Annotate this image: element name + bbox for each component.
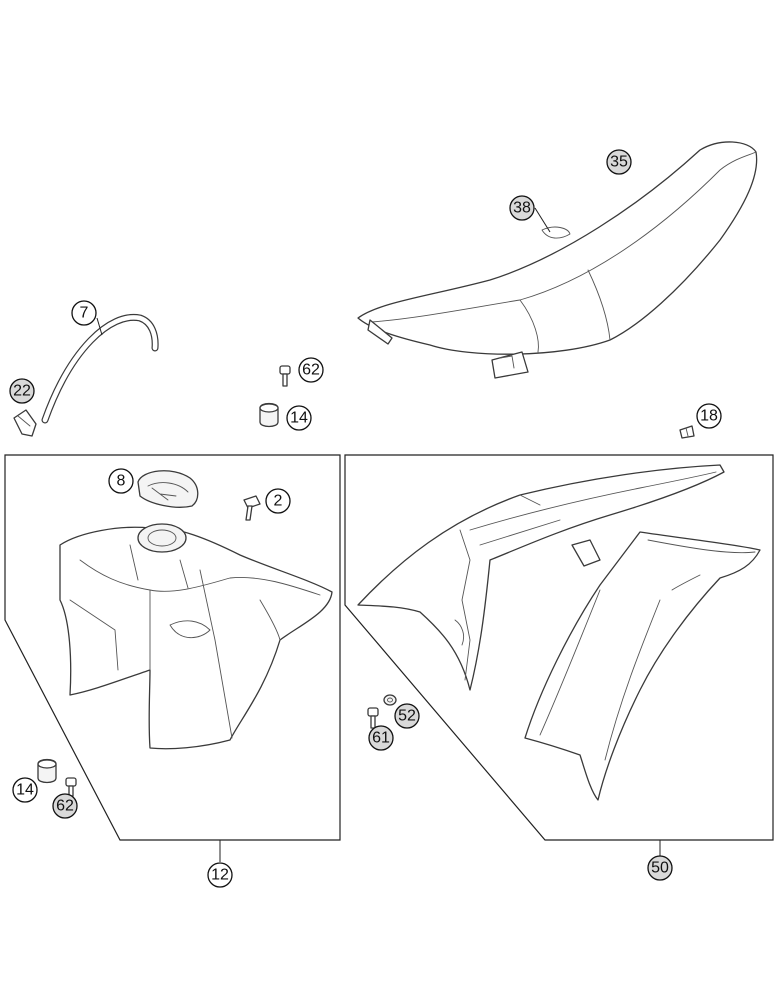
- svg-text:18: 18: [700, 408, 718, 425]
- callout-18: 18: [696, 403, 722, 429]
- svg-text:7: 7: [80, 305, 89, 322]
- fuel-cap: [137, 470, 199, 508]
- callout-52: 52: [394, 703, 420, 729]
- leader-38: [534, 207, 551, 233]
- callout-7: 7: [71, 300, 97, 326]
- bushing-bottom: [37, 758, 57, 784]
- svg-text:62: 62: [56, 798, 74, 815]
- svg-text:50: 50: [651, 860, 669, 877]
- callout-14-bottom: 14: [12, 777, 38, 803]
- seat: [357, 141, 758, 379]
- callout-38: 38: [509, 195, 535, 221]
- screw-bottom: [65, 777, 77, 797]
- svg-text:12: 12: [211, 867, 229, 884]
- callout-62-bottom: 62: [52, 793, 78, 819]
- svg-text:14: 14: [290, 410, 308, 427]
- bushing-top: [259, 402, 279, 428]
- callout-22: 22: [9, 378, 35, 404]
- screw-2: [243, 495, 261, 521]
- callout-50: 50: [647, 855, 673, 881]
- screw-top: [279, 365, 291, 387]
- svg-text:14: 14: [16, 782, 34, 799]
- svg-text:62: 62: [302, 362, 320, 379]
- elbow-fitting: [13, 409, 37, 437]
- svg-text:52: 52: [398, 708, 416, 725]
- screw-right: [679, 425, 695, 439]
- callout-2: 2: [265, 488, 291, 514]
- callout-35: 35: [606, 149, 632, 175]
- svg-text:22: 22: [13, 383, 31, 400]
- washer-52: [383, 694, 397, 706]
- svg-text:8: 8: [117, 473, 126, 490]
- fuel-tank: [59, 523, 333, 750]
- callout-62-top: 62: [298, 357, 324, 383]
- leader-7: [96, 317, 103, 336]
- callout-61: 61: [368, 725, 394, 751]
- screw-61: [367, 707, 379, 729]
- spoiler-inner: [357, 464, 725, 691]
- spoiler-group-frame: [344, 454, 774, 841]
- svg-text:35: 35: [610, 154, 628, 171]
- spoiler-outer: [524, 531, 761, 801]
- svg-text:61: 61: [372, 730, 390, 747]
- svg-text:38: 38: [513, 200, 531, 217]
- fuel-tank-group-frame: [4, 454, 341, 841]
- callout-8: 8: [108, 468, 134, 494]
- fuel-hose: [41, 313, 159, 424]
- callout-14-top: 14: [286, 405, 312, 431]
- svg-text:2: 2: [274, 493, 283, 510]
- callout-12: 12: [207, 862, 233, 888]
